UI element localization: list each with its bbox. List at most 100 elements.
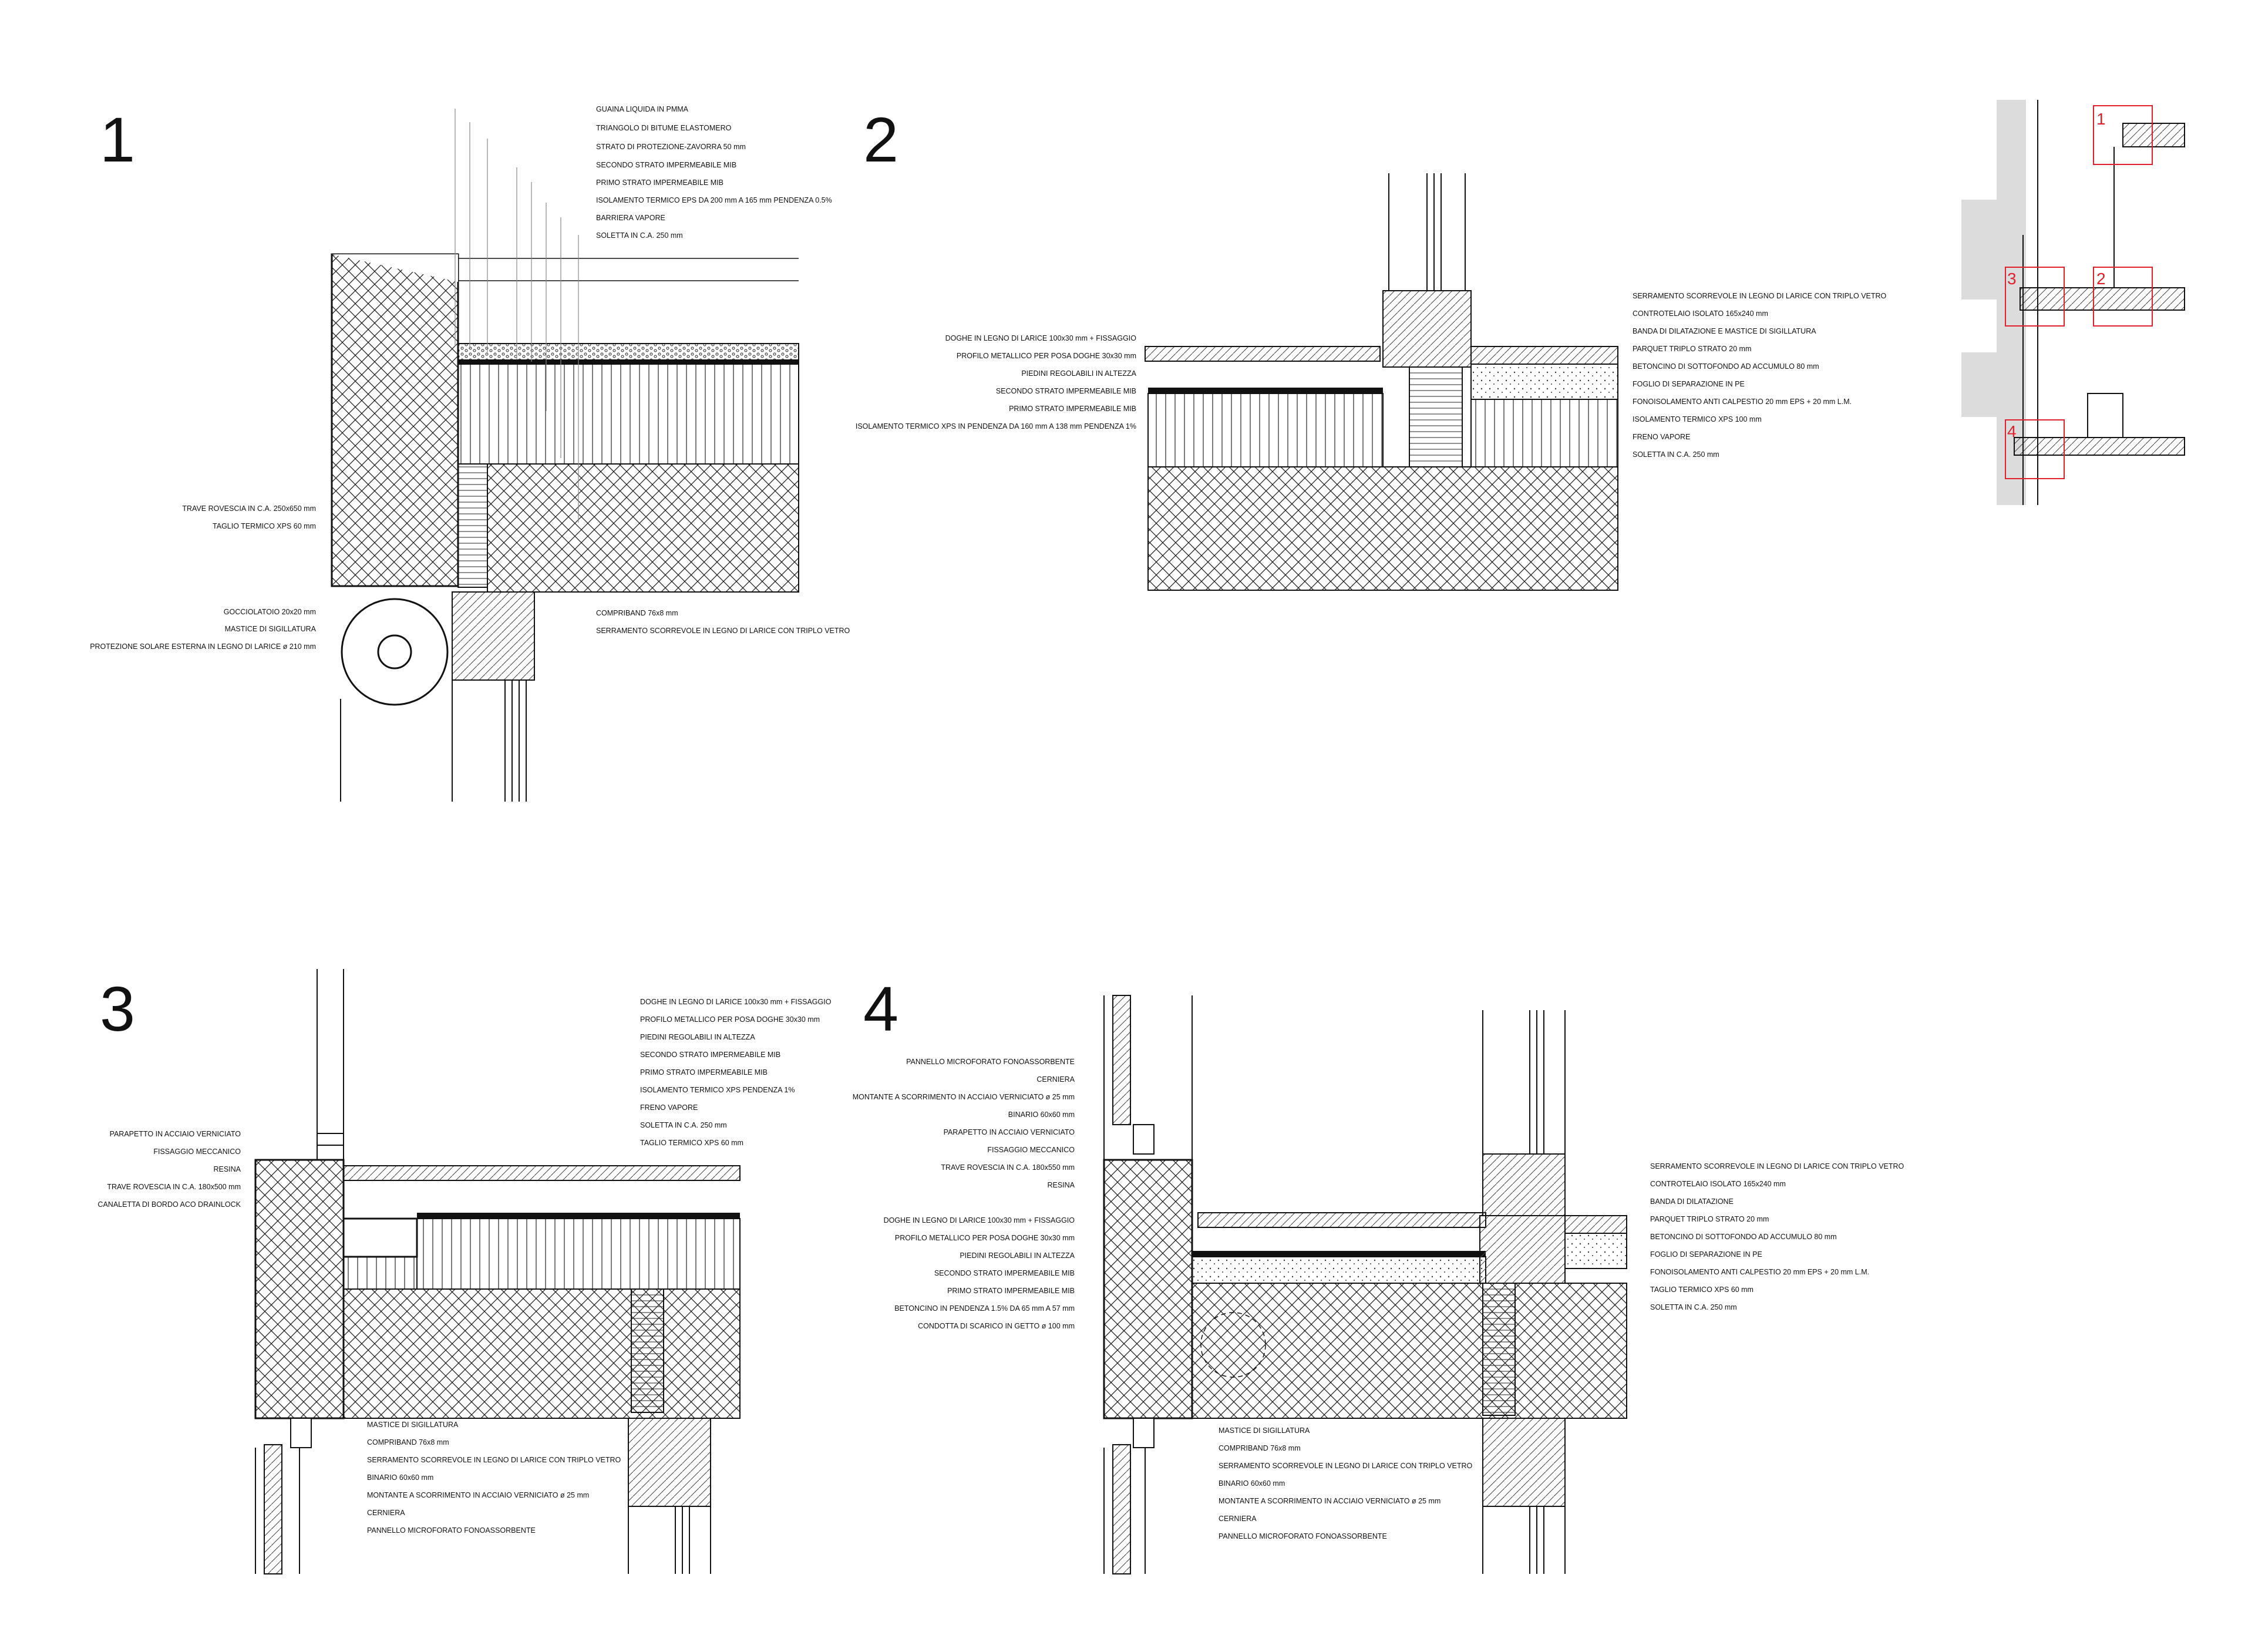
labels-bottom: COMPRIBAND 76x8 mm SERRAMENTO SCORREVOLE…: [596, 609, 850, 635]
callout-label: RESINA: [213, 1165, 241, 1173]
sloped-screed: [1192, 1256, 1486, 1284]
callout-label: BINARIO 60x60 mm: [1008, 1111, 1075, 1119]
callout-label: TRAVE ROVESCIA IN C.A. 250x650 mm: [182, 504, 316, 513]
sill-frame: [1382, 290, 1472, 368]
insulation-xps: [416, 1218, 741, 1290]
callout-label: SERRAMENTO SCORREVOLE IN LEGNO DI LARICE…: [367, 1456, 621, 1464]
window-glazing: [1388, 173, 1466, 291]
callout-label: PARQUET TRIPLO STRATO 20 mm: [1650, 1215, 1769, 1223]
callout-label: SOLETTA IN C.A. 250 mm: [640, 1121, 727, 1129]
detail-number: 3: [100, 973, 135, 1044]
callout-label: CONTROTELAIO ISOLATO 165x240 mm: [1633, 309, 1768, 318]
callout-label: PANNELLO MICROFORATO FONOASSORBENTE: [1219, 1532, 1387, 1540]
callout-label: MONTANTE A SCORRIMENTO IN ACCIAIO VERNIC…: [367, 1491, 589, 1499]
callout-label: SOLETTA IN C.A. 250 mm: [1650, 1303, 1737, 1311]
thermal-break-xps: [457, 463, 488, 588]
callout-label: FRENO VAPORE: [1633, 433, 1690, 441]
detail-4: 4: [853, 973, 1904, 1574]
labels-right: SERRAMENTO SCORREVOLE IN LEGNO DI LARICE…: [1650, 1162, 1904, 1311]
callout-label: FONOISOLAMENTO ANTI CALPESTIO 20 mm EPS …: [1650, 1268, 1869, 1276]
key-marker-2-box: [2093, 267, 2153, 327]
waterproof-layer: [1192, 1251, 1486, 1257]
callout-label: BETONCINO IN PENDENZA 1.5% DA 65 mm A 57…: [894, 1304, 1075, 1313]
callout-label: BETONCINO DI SOTTOFONDO AD ACCUMULO 80 m…: [1650, 1233, 1837, 1241]
window-head-frame: [1482, 1418, 1566, 1507]
reverse-beam: [1103, 1159, 1193, 1419]
callout-label: BETONCINO DI SOTTOFONDO AD ACCUMULO 80 m…: [1633, 362, 1819, 371]
callout-label: SECONDO STRATO IMPERMEABILE MIB: [934, 1269, 1075, 1277]
sun-protection-roller: [341, 598, 449, 706]
reverse-beam: [331, 253, 459, 587]
callout-label: ISOLAMENTO TERMICO XPS PENDENZA 1%: [640, 1086, 795, 1094]
callout-label: BINARIO 60x60 mm: [367, 1473, 433, 1482]
callout-label: FOGLIO DI SEPARAZIONE IN PE: [1633, 380, 1745, 388]
callout-label: TRAVE ROVESCIA IN C.A. 180x500 mm: [107, 1183, 241, 1191]
key-marker-number: 2: [2096, 270, 2106, 288]
labels-bottom: MASTICE DI SIGILLATURA COMPRIBAND 76x8 m…: [367, 1421, 621, 1535]
callout-label: COMPRIBAND 76x8 mm: [1219, 1444, 1301, 1452]
waterproof-layer: [1148, 388, 1383, 393]
callout-label: FRENO VAPORE: [640, 1103, 698, 1112]
callout-label: SECONDO STRATO IMPERMEABILE MIB: [640, 1051, 780, 1059]
detail-number: 4: [863, 973, 898, 1044]
callout-label: SERRAMENTO SCORREVOLE IN LEGNO DI LARICE…: [1219, 1462, 1473, 1470]
labels-left: DOGHE IN LEGNO DI LARICE 100x30 mm + FIS…: [856, 334, 1137, 430]
callout-label: TRAVE ROVESCIA IN C.A. 180x550 mm: [941, 1163, 1075, 1172]
callout-label: TAGLIO TERMICO XPS 60 mm: [640, 1139, 743, 1147]
thermal-break-xps: [631, 1288, 664, 1413]
callout-label: BANDA DI DILATAZIONE E MASTICE DI SIGILL…: [1633, 327, 1816, 335]
callout-label: DOGHE IN LEGNO DI LARICE 100x30 mm + FIS…: [884, 1216, 1075, 1224]
callout-label: PRIMO STRATO IMPERMEABILE MIB: [640, 1068, 768, 1076]
window-head-frame: [452, 591, 535, 681]
callout-label: TAGLIO TERMICO XPS 60 mm: [1650, 1286, 1753, 1294]
callout-label: ISOLAMENTO TERMICO XPS 100 mm: [1633, 415, 1762, 423]
sill-frame: [1479, 1215, 1566, 1284]
key-marker-number: 1: [2096, 110, 2106, 128]
window-glazing-top: [1482, 1010, 1566, 1216]
callout-label: PARAPETTO IN ACCIAIO VERNICIATO: [110, 1130, 241, 1138]
key-plan: 1 2 3 4: [1961, 100, 2185, 505]
labels-bottom: MASTICE DI SIGILLATURA COMPRIBAND 76x8 m…: [1219, 1426, 1473, 1540]
parapet: [317, 969, 344, 1160]
callout-label: PROTEZIONE SOLARE ESTERNA IN LEGNO DI LA…: [90, 642, 316, 651]
insulation-100: [1470, 399, 1618, 467]
callout-label: CERNIERA: [1036, 1075, 1075, 1084]
callout-label: MONTANTE A SCORRIMENTO IN ACCIAIO VERNIC…: [853, 1093, 1075, 1101]
callout-label: PRIMO STRATO IMPERMEABILE MIB: [947, 1287, 1075, 1295]
callout-label: GOCCIOLATOIO 20x20 mm: [224, 608, 316, 616]
concrete-slab: [1147, 466, 1618, 591]
labels-left: PARAPETTO IN ACCIAIO VERNICIATO FISSAGGI…: [97, 1130, 241, 1209]
labels-right: DOGHE IN LEGNO DI LARICE 100x30 mm + FIS…: [640, 998, 832, 1147]
parquet: [1564, 1215, 1627, 1234]
callout-label: SECONDO STRATO IMPERMEABILE MIB: [996, 387, 1136, 395]
callout-label: PARAPETTO IN ACCIAIO VERNICIATO: [944, 1128, 1075, 1136]
callout-label: MONTANTE A SCORRIMENTO IN ACCIAIO VERNIC…: [1219, 1497, 1440, 1505]
callout-label: MASTICE DI SIGILLATURA: [1219, 1426, 1310, 1435]
callout-label: SERRAMENTO SCORREVOLE IN LEGNO DI LARICE…: [596, 627, 850, 635]
insulated-subframe: [1409, 366, 1463, 467]
callout-label: BARRIERA VAPORE: [596, 214, 665, 222]
thermal-break-xps: [1482, 1283, 1516, 1416]
insulation-xps: [1147, 393, 1384, 467]
callout-label: PIEDINI REGOLABILI IN ALTEZZA: [640, 1033, 755, 1041]
detail-3: 3 DOGHE IN LEGNO DI LARICE 100: [97, 969, 832, 1574]
labels-right: GUAINA LIQUIDA IN PMMA TRIANGOLO DI BITU…: [596, 105, 832, 240]
callout-label: PRIMO STRATO IMPERMEABILE MIB: [1009, 405, 1136, 413]
callout-label: COMPRIBAND 76x8 mm: [367, 1438, 449, 1446]
concrete-slab: [1192, 1283, 1627, 1419]
key-marker-3-box: [2005, 267, 2065, 327]
waterproof-layer: [417, 1213, 740, 1219]
callout-label: SOLETTA IN C.A. 250 mm: [1633, 450, 1719, 459]
callout-label: ISOLAMENTO TERMICO EPS DA 200 mm A 165 m…: [596, 196, 832, 204]
callout-label: DOGHE IN LEGNO DI LARICE 100x30 mm + FIS…: [945, 334, 1137, 342]
callout-label: MASTICE DI SIGILLATURA: [225, 625, 317, 633]
callout-label: SERRAMENTO SCORREVOLE IN LEGNO DI LARICE…: [1633, 292, 1887, 300]
callout-label: PANNELLO MICROFORATO FONOASSORBENTE: [367, 1526, 536, 1535]
screed: [1470, 364, 1618, 400]
callout-label: BANDA DI DILATAZIONE: [1650, 1197, 1734, 1206]
key-marker-4-box: [2005, 419, 2065, 479]
callout-label: CANALETTA DI BORDO ACO DRAINLOCK: [97, 1200, 241, 1209]
reverse-beam: [254, 1159, 345, 1419]
labels-left: TRAVE ROVESCIA IN C.A. 250x650 mm TAGLIO…: [90, 504, 316, 651]
callout-label: FISSAGGIO MECCANICO: [987, 1146, 1075, 1154]
